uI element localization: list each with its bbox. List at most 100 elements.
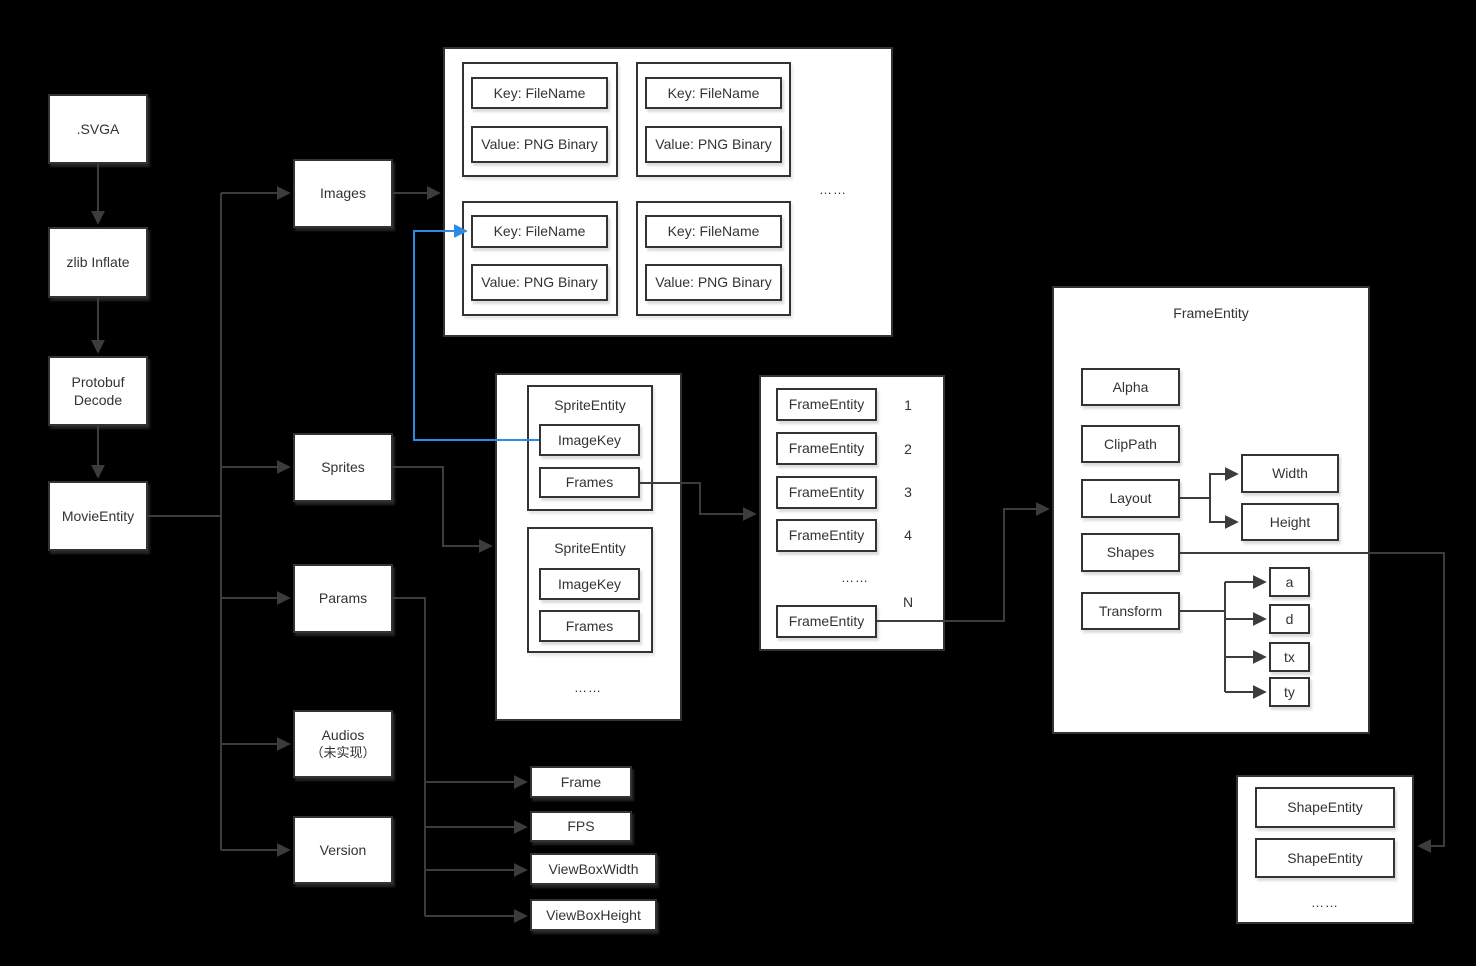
svga-box-label: .SVGA — [76, 120, 120, 137]
fps-box-label: FPS — [567, 818, 595, 835]
frame-index-1: 1 — [896, 396, 920, 414]
sprite-entity-title-1-label: SpriteEntity — [554, 396, 626, 413]
value-png-binary-4[interactable]: Value: PNG Binary — [645, 264, 782, 301]
shapes-box[interactable]: Shapes — [1081, 533, 1180, 572]
frame-index-4-label: 4 — [904, 526, 912, 543]
frame-entity-3-label: FrameEntity — [788, 484, 865, 501]
frame-entity-1[interactable]: FrameEntity — [776, 388, 877, 421]
frame-index-n-label: N — [902, 593, 914, 610]
frame-param-box-label: Frame — [560, 773, 602, 790]
frame-entity-2-label: FrameEntity — [788, 440, 865, 457]
zlib-inflate-box[interactable]: zlib Inflate — [48, 227, 148, 298]
viewbox-width-box-label: ViewBoxWidth — [548, 860, 639, 877]
layout-box[interactable]: Layout — [1081, 479, 1180, 518]
frame-entity-3[interactable]: FrameEntity — [776, 476, 877, 509]
matrix-ty-box[interactable]: ty — [1269, 677, 1310, 707]
key-filename-2[interactable]: Key: FileName — [645, 77, 782, 109]
frame-entity-n[interactable]: FrameEntity — [776, 605, 877, 638]
value-png-binary-2-label: Value: PNG Binary — [655, 136, 772, 153]
sprite-entity-title-2: SpriteEntity — [527, 539, 653, 557]
clip-path-box[interactable]: ClipPath — [1081, 425, 1180, 463]
audios-box[interactable]: Audios（未实现） — [293, 710, 393, 778]
movie-entity-box[interactable]: MovieEntity — [48, 481, 148, 551]
height-box[interactable]: Height — [1241, 503, 1339, 541]
key-filename-4-label: Key: FileName — [667, 223, 760, 240]
matrix-tx-box[interactable]: tx — [1269, 642, 1310, 672]
frame-index-3-label: 3 — [904, 483, 912, 500]
fps-box[interactable]: FPS — [530, 811, 632, 842]
frame-index-1-label: 1 — [904, 396, 912, 413]
frames-2[interactable]: Frames — [539, 610, 640, 642]
frame-entity-n-label: FrameEntity — [788, 613, 865, 630]
image-key-2-label: ImageKey — [557, 575, 622, 592]
frame-index-2-label: 2 — [904, 440, 912, 457]
viewbox-height-box-label: ViewBoxHeight — [546, 906, 641, 923]
key-filename-2-label: Key: FileName — [667, 84, 760, 101]
frames-1[interactable]: Frames — [539, 467, 640, 498]
matrix-ty-box-label: ty — [1284, 683, 1295, 700]
matrix-d-box[interactable]: d — [1269, 604, 1310, 634]
viewbox-height-box[interactable]: ViewBoxHeight — [530, 899, 657, 931]
images-ellipsis: …… — [808, 179, 858, 201]
params-box-label: Params — [318, 590, 368, 607]
value-png-binary-1-label: Value: PNG Binary — [481, 136, 598, 153]
clip-path-box-label: ClipPath — [1104, 435, 1157, 452]
audios-box-sublabel: （未实现） — [310, 744, 376, 760]
value-png-binary-1[interactable]: Value: PNG Binary — [471, 126, 608, 163]
frames-ellipsis-label: …… — [841, 569, 869, 585]
svga-box[interactable]: .SVGA — [48, 94, 148, 164]
images-box[interactable]: Images — [293, 159, 393, 228]
key-filename-3-label: Key: FileName — [493, 223, 586, 240]
width-box[interactable]: Width — [1241, 454, 1339, 493]
sprites-ellipsis-label: …… — [574, 679, 602, 695]
shape-entity-ellipsis: …… — [1300, 892, 1350, 914]
value-png-binary-4-label: Value: PNG Binary — [655, 274, 772, 291]
frame-entity-1-label: FrameEntity — [788, 396, 865, 413]
images-box-label: Images — [320, 185, 366, 202]
frame-param-box[interactable]: Frame — [530, 766, 632, 798]
frame-index-2: 2 — [896, 440, 920, 458]
shape-entity-1[interactable]: ShapeEntity — [1255, 787, 1395, 828]
sprites-box-label: Sprites — [321, 459, 365, 476]
matrix-d-box-label: d — [1285, 610, 1294, 627]
key-filename-1[interactable]: Key: FileName — [471, 77, 608, 109]
frame-entity-detail-title: FrameEntity — [1052, 304, 1370, 322]
zlib-inflate-box-label: zlib Inflate — [66, 254, 130, 271]
protobuf-decode-box[interactable]: Protobuf Decode — [48, 356, 148, 426]
shape-entity-ellipsis-label: …… — [1311, 894, 1339, 910]
frames-ellipsis: …… — [830, 567, 880, 589]
image-key-2[interactable]: ImageKey — [539, 568, 640, 600]
frame-entity-2[interactable]: FrameEntity — [776, 432, 877, 465]
frames-2-label: Frames — [565, 617, 614, 634]
key-filename-4[interactable]: Key: FileName — [645, 215, 782, 248]
frame-index-3: 3 — [896, 483, 920, 501]
height-box-label: Height — [1269, 513, 1311, 530]
sprites-ellipsis: …… — [563, 677, 613, 699]
sprite-entity-title-2-label: SpriteEntity — [554, 539, 626, 556]
alpha-box-label: Alpha — [1112, 378, 1149, 395]
image-key-1[interactable]: ImageKey — [539, 424, 640, 456]
transform-box[interactable]: Transform — [1081, 592, 1180, 630]
frames-1-label: Frames — [565, 474, 614, 491]
value-png-binary-3[interactable]: Value: PNG Binary — [471, 264, 608, 301]
alpha-box[interactable]: Alpha — [1081, 368, 1180, 406]
viewbox-width-box[interactable]: ViewBoxWidth — [530, 853, 657, 885]
matrix-a-box[interactable]: a — [1269, 567, 1310, 597]
value-png-binary-2[interactable]: Value: PNG Binary — [645, 126, 782, 163]
movie-entity-box-label: MovieEntity — [61, 507, 135, 524]
shape-entity-2[interactable]: ShapeEntity — [1255, 838, 1395, 878]
params-box[interactable]: Params — [293, 564, 393, 633]
version-box[interactable]: Version — [293, 816, 393, 884]
frame-entity-4[interactable]: FrameEntity — [776, 519, 877, 552]
key-filename-1-label: Key: FileName — [493, 84, 586, 101]
protobuf-decode-box-label: Protobuf Decode — [71, 373, 125, 408]
width-box-label: Width — [1272, 465, 1308, 482]
shape-entity-2-label: ShapeEntity — [1287, 849, 1363, 866]
transform-box-label: Transform — [1098, 602, 1163, 619]
frame-index-4: 4 — [896, 526, 920, 544]
matrix-a-box-label: a — [1285, 573, 1294, 590]
key-filename-3[interactable]: Key: FileName — [471, 215, 608, 248]
sprites-box[interactable]: Sprites — [293, 433, 393, 502]
